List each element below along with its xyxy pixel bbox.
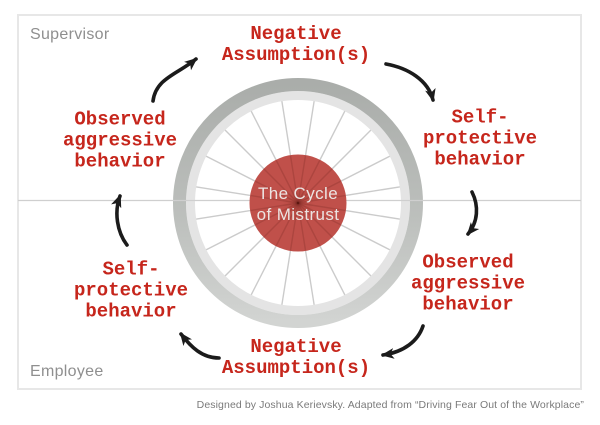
cycle-arrows <box>111 57 480 360</box>
hub-title: The Cycle of Mistrust <box>256 184 340 224</box>
cycle-step-self-protective-employee: Self- protective behavior <box>73 258 189 323</box>
cycle-step-observed-aggressive-employee: Observed aggressive behavior <box>410 251 526 316</box>
arrow-bottom-left <box>179 332 221 360</box>
cycle-step-negative-assumptions-employee: Negative Assumption(s) <box>221 336 371 379</box>
arrow-bottom-right <box>381 324 425 359</box>
employee-label: Employee <box>30 363 104 380</box>
arrow-right <box>466 190 480 236</box>
diagram-border-frame <box>17 14 582 390</box>
wheel-outer-rim <box>173 78 423 328</box>
credit-text: Designed by Joshua Kerievsky. Adapted fr… <box>196 399 584 411</box>
cycle-step-observed-aggressive-supervisor: Observed aggressive behavior <box>62 108 178 173</box>
cycle-step-self-protective-supervisor: Self- protective behavior <box>422 106 538 171</box>
arrow-left <box>111 194 129 247</box>
hub-circle <box>249 154 347 252</box>
arrow-top-right <box>384 62 436 102</box>
supervisor-label: Supervisor <box>30 26 110 43</box>
wheel-inner-rim <box>186 91 410 315</box>
cycle-step-negative-assumptions-supervisor: Negative Assumption(s) <box>221 23 371 66</box>
arrow-top-left <box>151 57 198 103</box>
